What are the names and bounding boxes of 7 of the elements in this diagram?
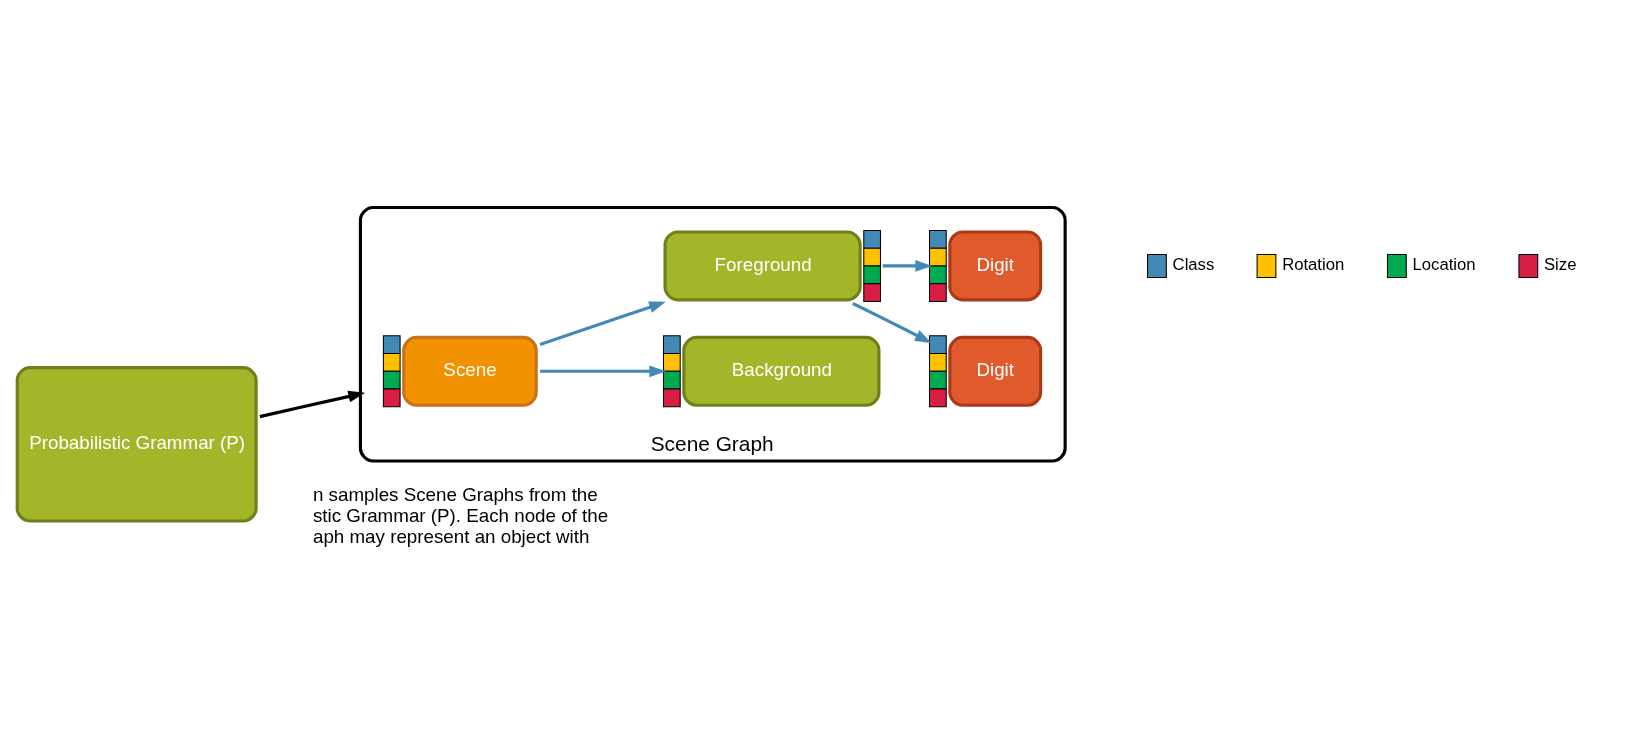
legend-label: Location	[1412, 254, 1476, 274]
label: stic Grammar (P). Each node of the	[312, 504, 609, 526]
label: n samples Scene Graphs from the	[312, 483, 598, 505]
label: aph may represent an object with	[312, 525, 590, 547]
legend-label: Rotation	[1282, 254, 1345, 274]
legend-label: Size	[1543, 254, 1577, 274]
legend-label: Class	[1172, 254, 1215, 274]
